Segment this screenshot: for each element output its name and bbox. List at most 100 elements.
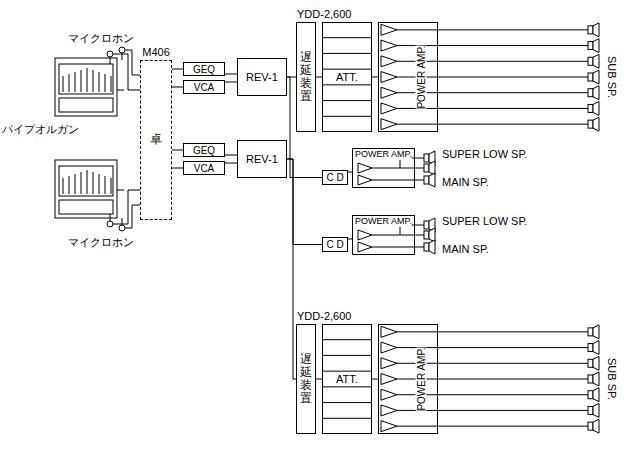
att-divider (322, 69, 372, 70)
speaker (588, 375, 593, 383)
signal-line (225, 74, 237, 75)
process-box: REV-1 (237, 140, 287, 178)
speaker-label: SUB SP. (606, 358, 618, 400)
mic-cable (132, 205, 133, 228)
mic-cable (125, 50, 132, 51)
signal-line (172, 168, 183, 169)
speaker-label: MAIN SP. (442, 176, 489, 188)
amp-symbol (381, 103, 397, 114)
delay-unit: YDD-2,600遅延装置 (296, 22, 316, 132)
process-box: VCA (183, 161, 225, 175)
amp-symbol (381, 72, 397, 83)
mic-cable (125, 228, 132, 229)
mic-cable (128, 54, 129, 90)
att-divider (322, 84, 372, 85)
power-amp-bank: POWER AMP. (378, 324, 438, 434)
mic-cable (113, 224, 128, 225)
organ-case (55, 160, 117, 218)
speaker (424, 154, 429, 162)
power-amp: POWER AMP. (352, 148, 415, 188)
speaker (588, 328, 593, 336)
mic-cable (113, 54, 128, 55)
speaker (588, 422, 593, 430)
speaker-label: SUPER LOW SP. (442, 148, 527, 160)
organ-pipe (105, 176, 106, 194)
amp-symbol (381, 24, 397, 35)
organ-cable (117, 90, 124, 91)
amp-wire (372, 168, 400, 169)
att-divider (322, 371, 372, 372)
amp-symbol (381, 87, 397, 98)
att-divider (322, 355, 372, 356)
mic-cable (132, 50, 133, 75)
mic-cable (132, 205, 140, 206)
microphone (107, 221, 113, 227)
speaker (588, 406, 593, 414)
mic-cable (132, 75, 140, 76)
organ-pipe (87, 68, 88, 92)
amp-wire (400, 235, 405, 236)
delay-unit: YDD-2,600遅延装置 (296, 324, 316, 434)
organ-pipe-frame (59, 64, 113, 94)
att-divider (322, 418, 372, 419)
signal-line (172, 69, 183, 70)
organ-pipe (93, 70, 94, 92)
amp-symbol (381, 326, 397, 337)
amp-symbol (381, 119, 397, 130)
att-divider (322, 37, 372, 38)
amp-symbol (381, 56, 397, 67)
amp-symbol (358, 242, 372, 252)
part-label: マイクロホン (68, 32, 134, 44)
speaker (588, 104, 593, 112)
mic-cable (128, 190, 140, 191)
att-divider (322, 116, 372, 117)
organ-pipe (99, 72, 100, 92)
speaker (588, 89, 593, 97)
speaker-wire (397, 124, 588, 125)
amp-symbol (381, 358, 397, 369)
speaker (588, 73, 593, 81)
organ-pipe (69, 74, 70, 92)
amp-symbol (381, 421, 397, 432)
att-divider (322, 100, 372, 101)
speaker-cone (593, 325, 599, 339)
att-divider (322, 53, 372, 54)
signal-line (287, 159, 296, 379)
process-box: GEQ (183, 62, 225, 76)
speaker-cone (593, 117, 599, 131)
speaker (588, 26, 593, 34)
signal-line (172, 87, 183, 88)
organ-pipe (81, 172, 82, 194)
organ-cable (117, 190, 124, 191)
part-label: マイクロホン (68, 236, 134, 248)
model-name: YDD-2,600 (297, 310, 351, 322)
box-label: ATT. (336, 373, 358, 385)
mixer-label: 卓 (150, 133, 162, 146)
box-label: REV-1 (246, 71, 278, 83)
att-divider (322, 339, 372, 340)
organ-pipe (105, 74, 106, 92)
power-amp: POWER AMP. (352, 215, 415, 255)
speaker-cone (593, 419, 599, 433)
amp-symbol (381, 40, 397, 51)
speaker (588, 344, 593, 352)
speaker-cone (593, 341, 599, 355)
speaker-cone (593, 101, 599, 115)
organ-pipe (75, 174, 76, 194)
organ-console (59, 200, 113, 214)
model-name: M406 (142, 46, 170, 58)
process-box: REV-1 (237, 58, 287, 96)
speaker (588, 57, 593, 65)
process-box: C D (322, 237, 348, 252)
amp-symbol (381, 405, 397, 416)
speaker (424, 164, 429, 172)
amp-symbol (381, 374, 397, 385)
speaker-cone (593, 356, 599, 370)
signal-line (172, 150, 183, 151)
organ-pipe (111, 178, 112, 194)
amp-label: POWER AMP. (416, 45, 427, 108)
speaker-label: SUB SP. (606, 56, 618, 98)
speaker-cone (593, 403, 599, 417)
